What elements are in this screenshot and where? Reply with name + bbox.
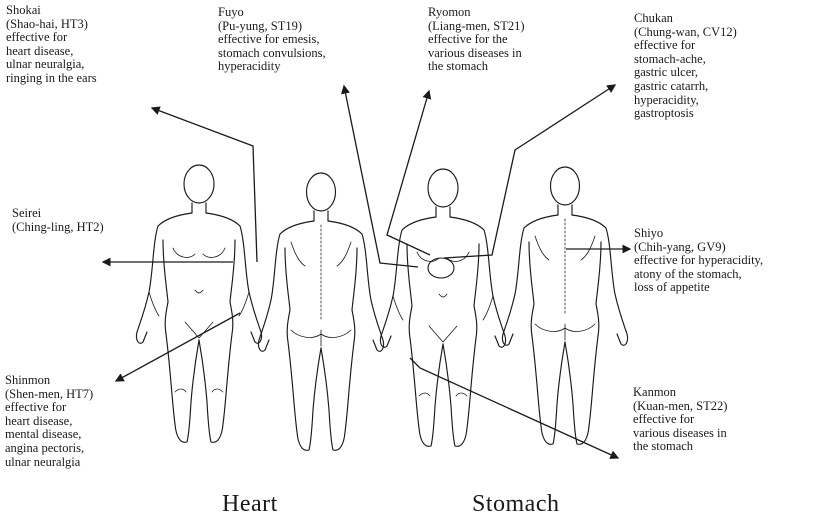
- shiyo-label: Shiyo (Chih-yang, GV9) effective for hyp…: [634, 227, 763, 295]
- fuyo-arrow: [344, 86, 418, 267]
- shinmon-label: Shinmon (Shen-men, HT7) effective for he…: [5, 374, 93, 469]
- stomach-figure-front: [380, 169, 505, 446]
- chukan-label: Chukan (Chung-wan, CV12) effective for s…: [634, 12, 737, 121]
- shokai-arrow: [152, 108, 257, 262]
- shokai-label: Shokai (Shao-hai, HT3) effective for hea…: [6, 4, 97, 86]
- shinmon-arrow: [116, 313, 240, 381]
- ryomon-label: Ryomon (Liang-men, ST21) effective for t…: [428, 6, 525, 74]
- chukan-arrow: [444, 85, 615, 258]
- heart-section-title: Heart: [222, 491, 278, 517]
- heart-figure-front: [136, 165, 261, 442]
- fuyo-label: Fuyo (Pu-yung, ST19) effective for emesi…: [218, 6, 326, 74]
- stomach-figure-back: [502, 167, 627, 444]
- stomach-outline: [428, 258, 454, 278]
- ryomon-arrow: [387, 91, 430, 255]
- leader-lines: [103, 85, 630, 458]
- kanmon-arrow: [410, 358, 618, 458]
- stomach-section-title: Stomach: [472, 491, 560, 517]
- kanmon-label: Kanmon (Kuan-men, ST22) effective for va…: [633, 386, 727, 454]
- heart-figure-back: [258, 173, 383, 450]
- seirei-label: Seirei (Ching-ling, HT2): [12, 207, 104, 234]
